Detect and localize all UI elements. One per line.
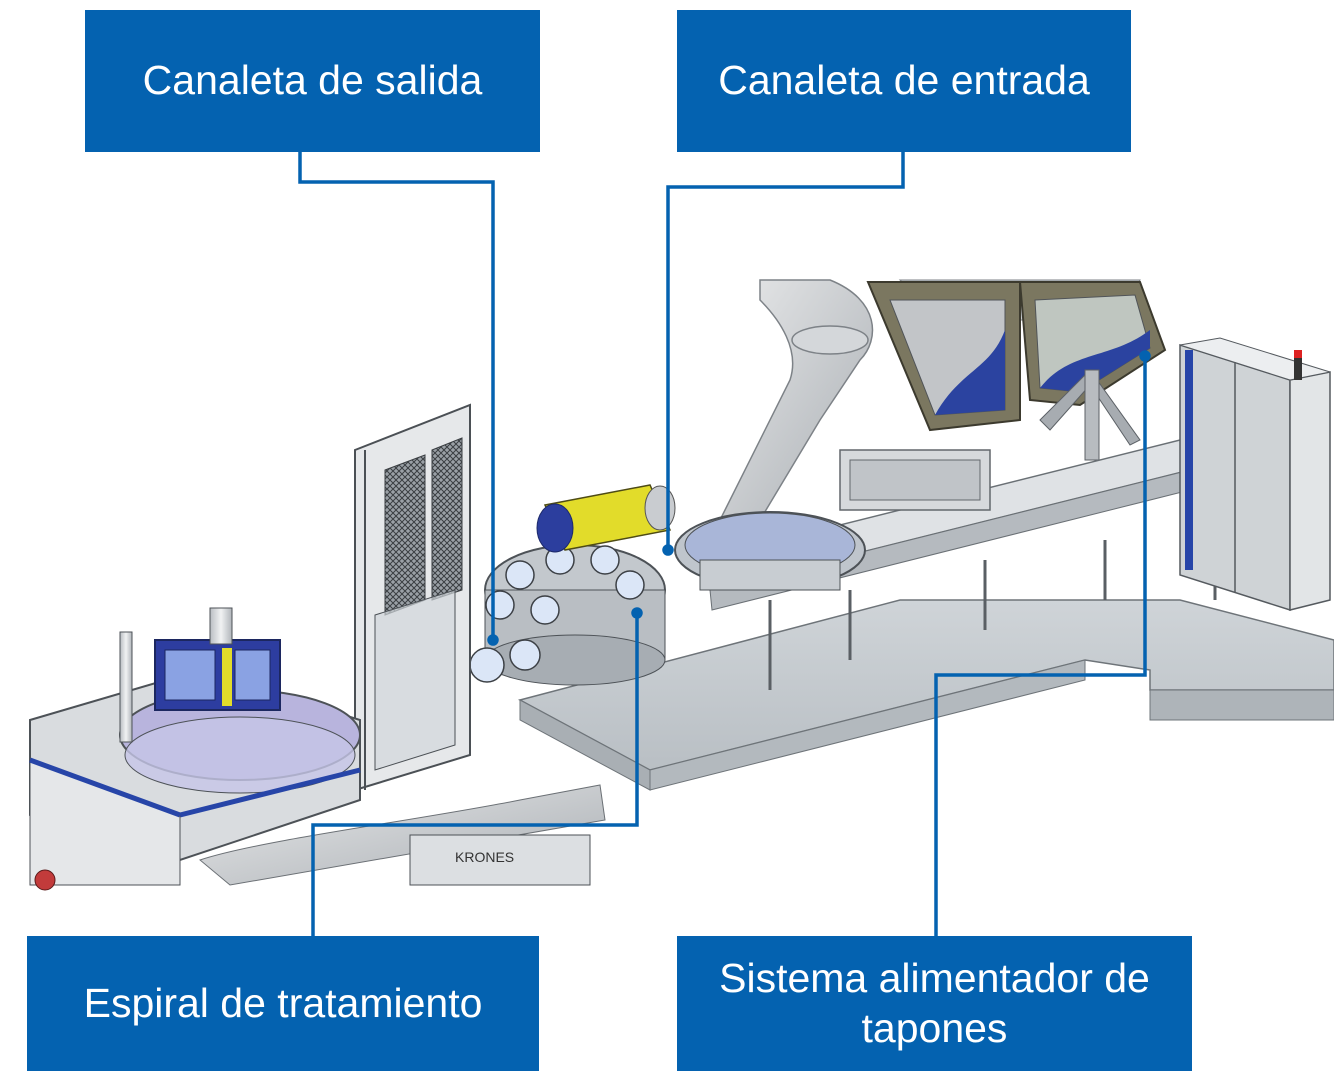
rotary-star-wheel-right (674, 511, 866, 591)
krones-brand-plate: KRONES (455, 849, 514, 865)
label-feeder-text-line1: Sistema alimentador de (719, 955, 1150, 1002)
cap-hopper-right (1018, 281, 1167, 407)
blue-yellow-drum (536, 484, 676, 553)
cap-hopper-left (866, 281, 1021, 432)
control-cabinet (1179, 337, 1331, 612)
leader-line-outlet (298, 152, 495, 638)
label-treatment-spiral: Espiral de tratamiento (27, 936, 539, 1071)
hopper-support-frame (1039, 369, 1141, 461)
label-outlet-chute: Canaleta de salida (85, 10, 540, 152)
label-feeder-text-line2: tapones (861, 1004, 1008, 1051)
label-cap-feeder-system: Sistema alimentador de tapones (677, 936, 1192, 1071)
label-outlet-text: Canaleta de salida (142, 57, 483, 104)
label-inlet-text: Canaleta de entrada (718, 57, 1090, 104)
label-spiral-text: Espiral de tratamiento (83, 979, 483, 1026)
leader-lines (298, 152, 1151, 936)
platform-floor (517, 599, 1334, 791)
label-inlet-chute: Canaleta de entrada (677, 10, 1131, 152)
spiral-treatment-unit: KRONES (29, 607, 606, 891)
leader-line-spiral (311, 615, 639, 936)
leader-line-feeder (934, 358, 1147, 936)
safety-guard (354, 403, 471, 792)
leader-line-inlet (666, 152, 905, 548)
